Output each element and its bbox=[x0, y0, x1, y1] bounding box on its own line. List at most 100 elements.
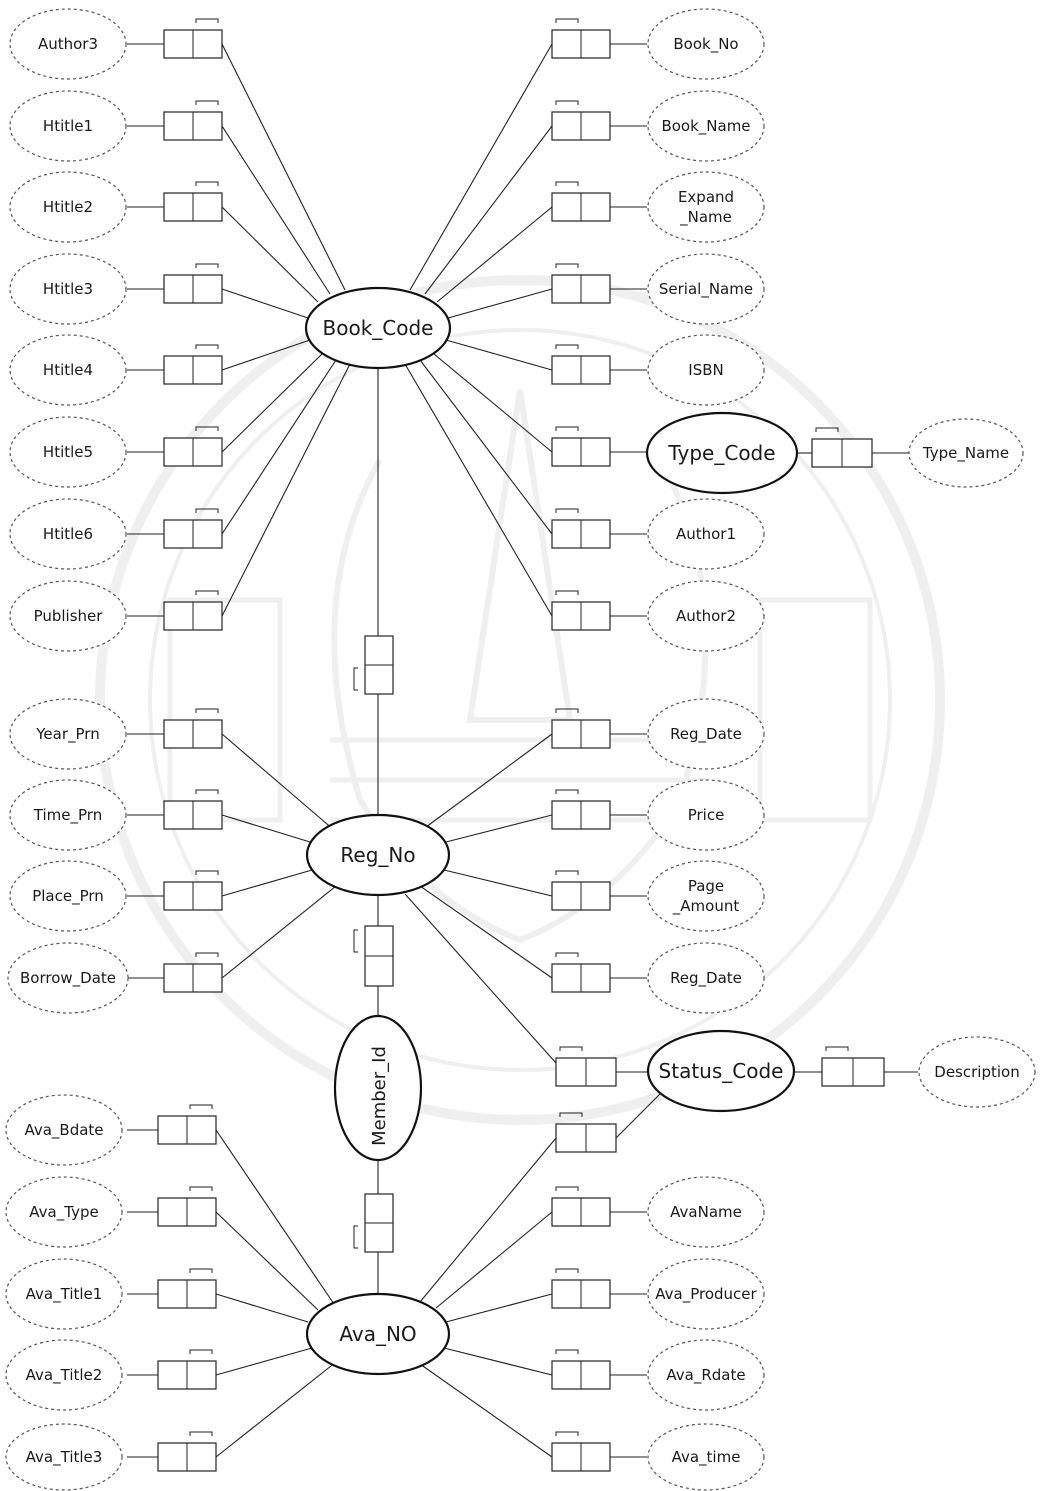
entity-ava-no: Ava_NO bbox=[305, 1292, 451, 1376]
attr-publisher: Publisher bbox=[9, 580, 127, 652]
index-box bbox=[163, 508, 223, 549]
attr-borrow-date-label: Borrow_Date bbox=[20, 969, 116, 988]
attr-htitle2: Htitle2 bbox=[9, 171, 127, 243]
index-box bbox=[163, 344, 223, 385]
index-box bbox=[551, 426, 611, 467]
attr-expand-name: Expand _Name bbox=[647, 171, 765, 243]
index-box bbox=[163, 263, 223, 304]
entity-type-code: Type_Code bbox=[645, 411, 799, 495]
index-box bbox=[157, 1104, 217, 1145]
attr-borrow-date: Borrow_Date bbox=[7, 942, 129, 1014]
index-box bbox=[551, 100, 611, 141]
attr-time-prn: Time_Prn bbox=[9, 779, 127, 851]
entity-status-code-label: Status_Code bbox=[659, 1059, 784, 1083]
index-box bbox=[163, 426, 223, 467]
index-box bbox=[157, 1431, 217, 1472]
index-box bbox=[551, 508, 611, 549]
index-box bbox=[163, 708, 223, 749]
attr-isbn-label: ISBN bbox=[688, 361, 723, 379]
index-box bbox=[163, 870, 223, 911]
entity-reg-no: Reg_No bbox=[305, 813, 451, 897]
entity-status-code: Status_Code bbox=[646, 1029, 796, 1113]
attr-reg-date-1-label: Reg_Date bbox=[670, 725, 742, 744]
attr-book-no-label: Book_No bbox=[673, 35, 738, 54]
attr-author1: Author1 bbox=[647, 498, 765, 570]
index-box bbox=[163, 18, 223, 59]
attr-book-no: Book_No bbox=[647, 8, 765, 80]
attr-place-prn: Place_Prn bbox=[9, 860, 127, 932]
attr-author2-label: Author2 bbox=[676, 607, 736, 625]
entity-book-code: Book_Code bbox=[304, 286, 452, 370]
entity-member-id-label: Member_Id bbox=[369, 1046, 390, 1146]
attr-ava-title3: Ava_Title3 bbox=[5, 1423, 123, 1491]
index-box bbox=[163, 100, 223, 141]
attr-serial-name-label: Serial_Name bbox=[659, 280, 753, 299]
entity-type-code-label: Type_Code bbox=[667, 441, 775, 465]
index-box bbox=[163, 789, 223, 830]
index-box bbox=[551, 590, 611, 631]
attr-avaname-label: AvaName bbox=[670, 1203, 742, 1221]
index-box bbox=[163, 952, 223, 993]
attr-isbn: ISBN bbox=[647, 334, 765, 406]
index-box bbox=[163, 590, 223, 631]
entity-reg-no-label: Reg_No bbox=[340, 843, 415, 867]
attr-htitle5-label: Htitle5 bbox=[43, 443, 93, 461]
attr-ava-rdate: Ava_Rdate bbox=[647, 1339, 765, 1411]
index-box-vertical bbox=[353, 925, 394, 987]
attr-author3: Author3 bbox=[9, 8, 127, 80]
index-box bbox=[163, 181, 223, 222]
attr-ava-time: Ava_time bbox=[647, 1423, 765, 1491]
attr-year-prn: Year_Prn bbox=[9, 698, 127, 770]
index-box bbox=[555, 1112, 617, 1153]
index-box bbox=[551, 708, 611, 749]
entity-member-id: Member_Id bbox=[333, 1014, 423, 1162]
attr-reg-date-2-label: Reg_Date bbox=[670, 969, 742, 988]
vertical-index-boxes bbox=[353, 635, 394, 1253]
attr-description-label: Description bbox=[934, 1063, 1019, 1081]
attr-ava-type: Ava_Type bbox=[5, 1176, 123, 1248]
index-box bbox=[551, 263, 611, 304]
attr-htitle6: Htitle6 bbox=[9, 498, 127, 570]
attr-author1-label: Author1 bbox=[676, 525, 736, 543]
attr-ava-time-label: Ava_time bbox=[672, 1448, 741, 1467]
attr-htitle1-label: Htitle1 bbox=[43, 117, 93, 135]
attr-page-amount: Page _Amount bbox=[647, 860, 765, 932]
attr-ava-title1-label: Ava_Title1 bbox=[26, 1285, 103, 1304]
attr-htitle4-label: Htitle4 bbox=[43, 361, 93, 379]
index-box bbox=[157, 1186, 217, 1227]
index-box bbox=[551, 1431, 611, 1472]
attr-htitle4: Htitle4 bbox=[9, 334, 127, 406]
index-box-vertical bbox=[353, 635, 394, 695]
attr-description: Description bbox=[918, 1036, 1036, 1108]
entities: Book_Code Type_Code Reg_No Member_Id Sta… bbox=[304, 286, 799, 1376]
attr-avaname: AvaName bbox=[647, 1176, 765, 1248]
entity-book-code-label: Book_Code bbox=[323, 316, 434, 340]
connector-lines bbox=[127, 43, 918, 1458]
index-box-vertical bbox=[353, 1193, 394, 1253]
attr-ava-producer: Ava_Producer bbox=[647, 1258, 765, 1330]
index-box bbox=[551, 18, 611, 59]
attr-author3-label: Author3 bbox=[38, 35, 98, 53]
attr-ava-bdate: Ava_Bdate bbox=[5, 1094, 123, 1166]
index-box bbox=[551, 1268, 611, 1309]
index-box bbox=[157, 1268, 217, 1309]
attr-book-name-label: Book_Name bbox=[661, 117, 750, 136]
attr-ava-rdate-label: Ava_Rdate bbox=[666, 1366, 745, 1385]
attr-price-label: Price bbox=[688, 806, 725, 824]
index-box bbox=[551, 1349, 611, 1390]
attr-author2: Author2 bbox=[647, 580, 765, 652]
attr-ava-type-label: Ava_Type bbox=[29, 1203, 98, 1222]
index-box bbox=[551, 181, 611, 222]
index-box bbox=[551, 344, 611, 385]
attr-htitle1: Htitle1 bbox=[9, 90, 127, 162]
index-boxes bbox=[157, 18, 885, 1472]
attr-publisher-label: Publisher bbox=[34, 607, 104, 625]
attr-htitle2-label: Htitle2 bbox=[43, 198, 93, 216]
attr-ava-title1: Ava_Title1 bbox=[5, 1258, 123, 1330]
attr-serial-name: Serial_Name bbox=[647, 253, 765, 325]
attr-ava-bdate-label: Ava_Bdate bbox=[24, 1121, 103, 1140]
attr-ava-producer-label: Ava_Producer bbox=[655, 1285, 757, 1304]
attr-year-prn-label: Year_Prn bbox=[35, 725, 99, 744]
attr-expand-name-label-line1: Expand bbox=[678, 188, 734, 206]
